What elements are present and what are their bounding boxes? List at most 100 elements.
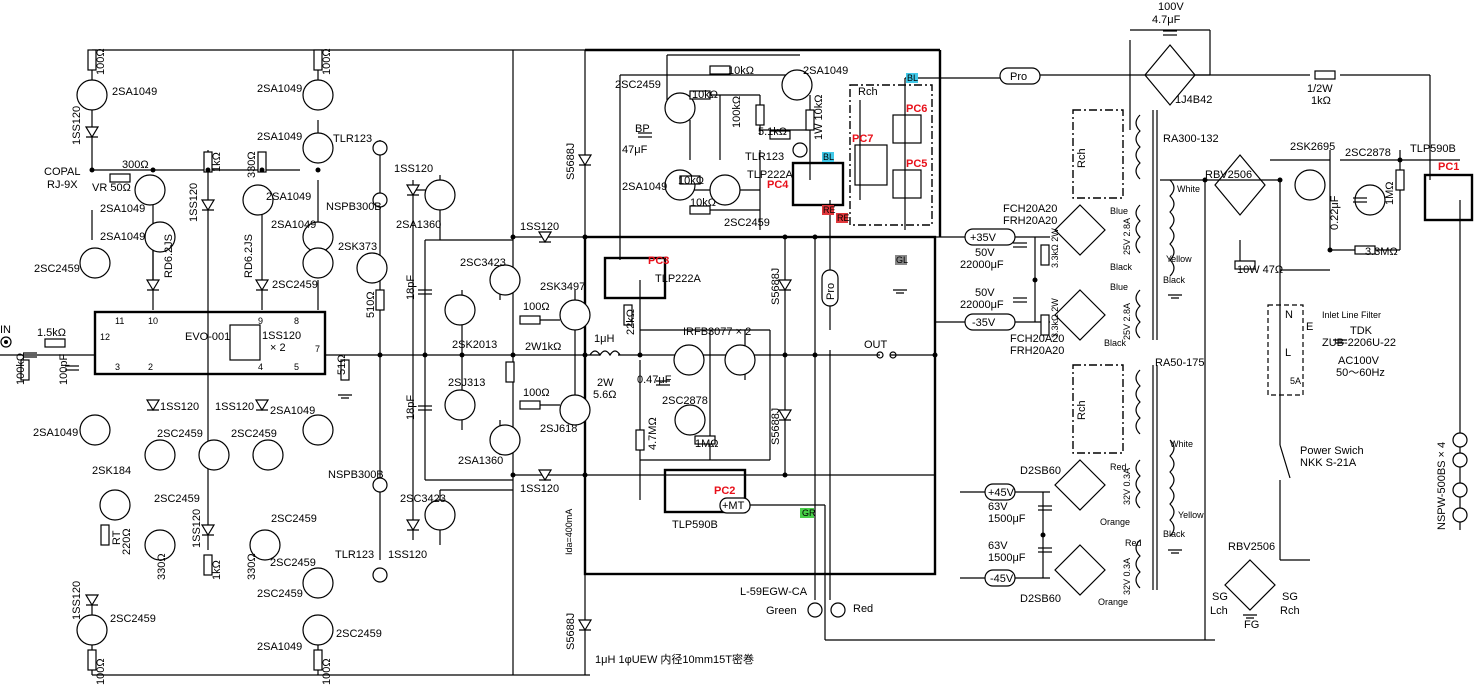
pin9: 9 [258,316,263,326]
resistor-31 [1040,314,1050,336]
transistor-36 [1294,169,1326,201]
tlr123-b: TLR123 [335,549,374,561]
junction-dot-26 [377,352,383,358]
c22000-a: 22000μF [960,259,1004,271]
q-2sc2459-a: 2SC2459 [34,263,80,275]
resistor-0 [87,49,97,71]
transistor-0 [76,79,108,111]
black-a: Black [1110,262,1133,272]
transistor-18 [302,414,334,446]
rj9x: RJ-9X [47,179,78,191]
inductor-1uh [589,350,621,357]
m45-tag: -45V [990,573,1014,585]
bl-tag [906,73,918,83]
vr50: VR 50Ω [92,182,131,194]
pc3-label: PC3 [648,255,669,267]
r330-a: 330Ω [246,151,258,178]
d-1ss120-top: 1SS120 [520,221,559,233]
led-2 [372,477,388,493]
r2w1k: 2W1kΩ [525,341,561,353]
q-2sa1049-a: 2SA1049 [112,86,157,98]
lch: Lch [1210,605,1228,617]
resistor-11 [87,649,97,671]
d-1ss120-b: 1SS120 [188,183,200,222]
pin12: 12 [100,332,110,342]
d-1ss120-f: 1SS120 [191,509,203,548]
diode-9 [537,469,553,482]
resistor-5 [375,289,385,311]
sg-r: SG [1282,591,1298,603]
yellow-b: Yellow [1178,510,1204,520]
junction-dot-8 [582,352,588,358]
p-q-2sc2459: 2SC2459 [615,79,661,91]
c1500-b: 1500μF [988,552,1026,564]
transistor-16 [559,394,591,426]
p-tlp222a: TLP222A [747,169,794,181]
junction-dot-23 [1277,177,1283,183]
r1k: 1kΩ [1311,95,1331,107]
ida: Ida=400mA [564,509,574,555]
bl-label-2: BL [823,152,834,162]
led-3 [372,567,388,583]
v50-b: 50V [975,287,995,299]
pro-vertical: Pro [825,283,837,300]
d-1ss120-d: 1SS120 [160,401,199,413]
p35-tag: +35V [970,232,997,244]
led-0 [372,140,388,156]
q-2sa1049-c: 2SA1049 [257,131,302,143]
junction-dot-16 [812,234,818,240]
rbv-a: RBV2506 [1205,169,1252,181]
fch-b: FCH20A20 [1010,333,1064,345]
nspw: NSPW-500BS × 4 [1436,442,1448,530]
diode-15 [200,524,216,537]
r12w: 1/2W [1307,83,1333,95]
junction-dot-22 [1202,177,1208,183]
power-switch-lever [1279,444,1291,479]
v50-a: 50V [975,247,995,259]
evo-label: EVO-001 [185,331,230,343]
resistor-10 [100,524,110,546]
diode-14 [84,594,100,607]
q-2sk373: 2SK373 [338,241,377,253]
resistor-14 [519,400,541,410]
resistor-29 [1234,260,1256,270]
junction-dot-25 [1397,157,1403,163]
p-r51k: 5.1kΩ [758,126,787,138]
ground-4 [1243,614,1257,619]
junction-dot-19 [782,472,788,478]
r510: 510Ω [365,291,377,318]
diode-1 [200,199,216,212]
junction-dot-0 [89,167,95,173]
resistor-22 [769,130,791,140]
diode-8 [405,519,421,532]
transistor-10 [356,252,388,284]
white-b: White [1170,439,1193,449]
pin3: 3 [115,362,120,372]
transistor-2 [302,132,334,164]
q-2sa1360: 2SA1360 [458,455,503,467]
q-2sk3497: 2SK3497 [540,281,585,293]
ground-0 [338,394,352,399]
transistor-32 [709,174,741,206]
orange-a: Orange [1100,517,1130,527]
l-label: L [1285,347,1291,359]
junction-dot-6 [459,352,465,358]
re-tag-2 [836,213,848,223]
pc6-label: PC6 [906,103,927,115]
led-4 [792,142,808,158]
junction-dot-21 [1040,532,1046,538]
r100-bot-2: 100Ω [321,658,333,685]
p-r100k: 100kΩ [731,96,743,128]
gl-tag [895,255,907,265]
transistor-12 [444,294,476,326]
pin8: 8 [294,316,299,326]
copal: COPAL [44,166,80,178]
r10w: 10W 47Ω [1237,264,1283,276]
p-c47u: 47μF [622,144,648,156]
resistor-2 [109,173,131,183]
r32v-a: 32V 0.3A [1122,468,1132,505]
tlp590b: TLP590B [1410,143,1456,155]
c047: 0.47μF [637,374,672,386]
junction-dot-12 [932,352,938,358]
